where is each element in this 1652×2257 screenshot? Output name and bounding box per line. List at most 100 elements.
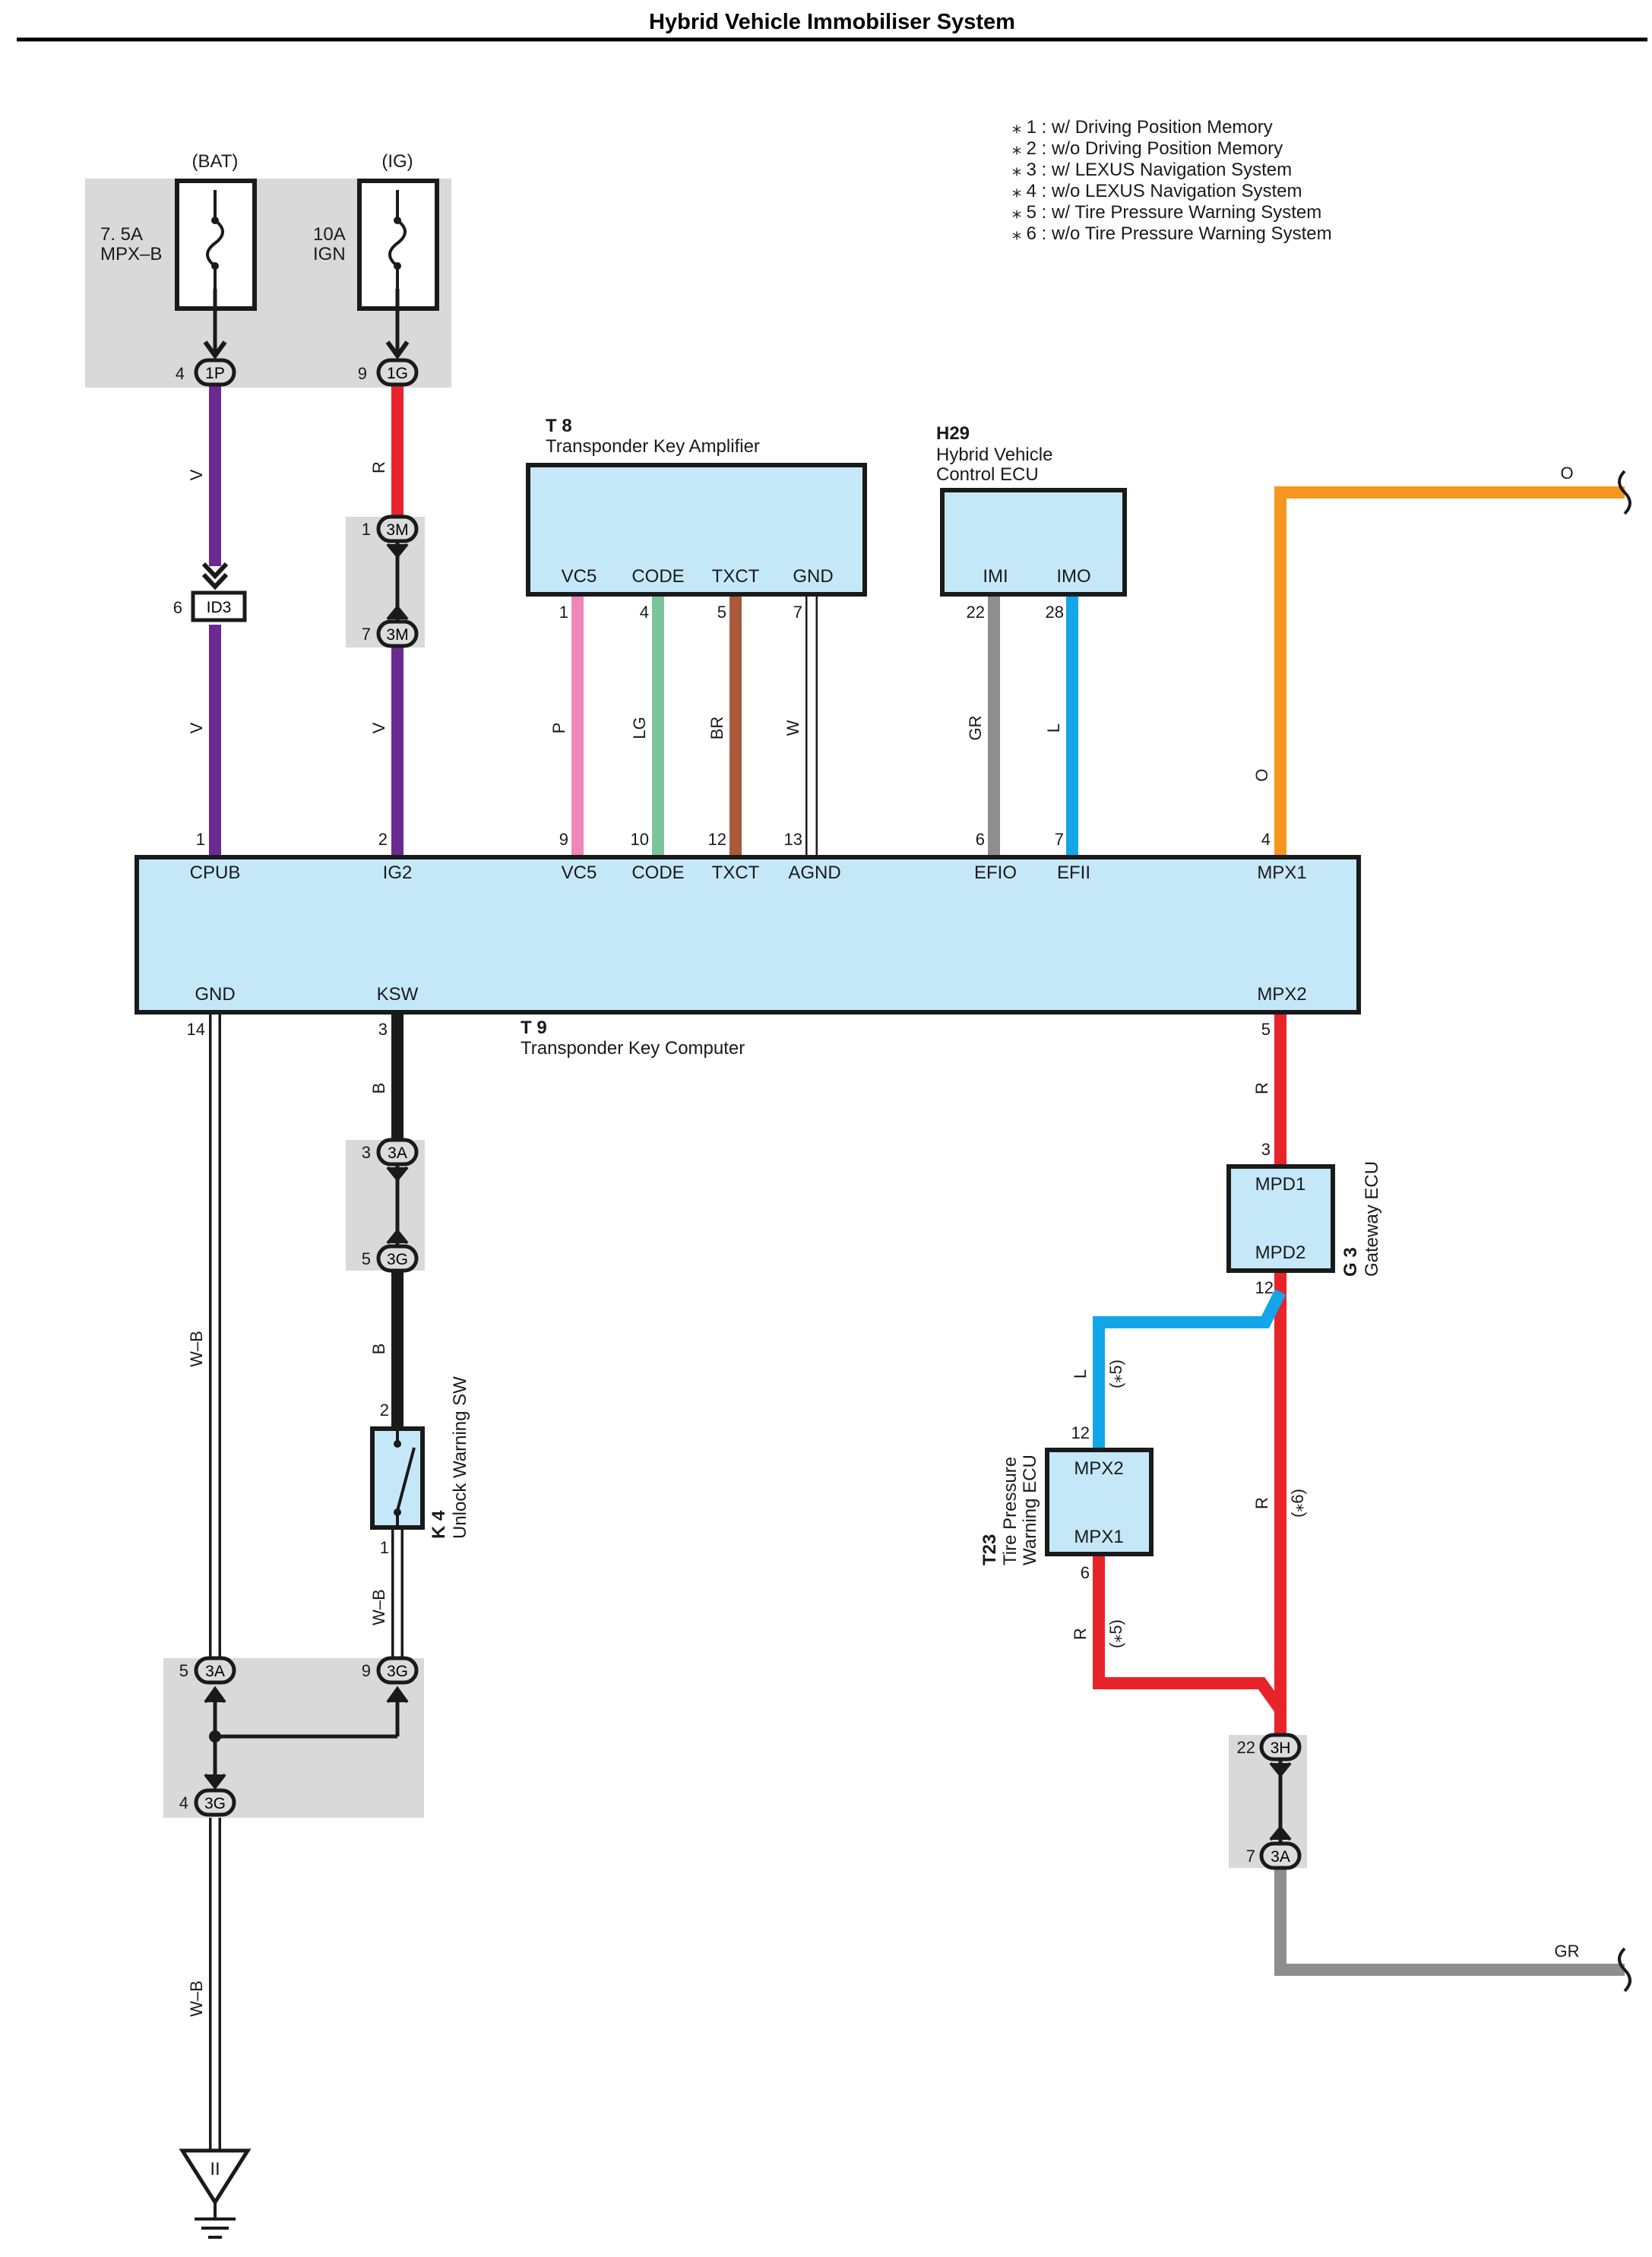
svg-text:3: 3	[1261, 1140, 1271, 1159]
component-h29: H29 Hybrid Vehicle Control ECU IMI IMO 2…	[936, 423, 1127, 622]
connector-id3: ID3 6	[173, 562, 247, 622]
wire-label-mpx2: R	[1252, 1082, 1271, 1094]
wire-label-imi: GR	[966, 716, 985, 741]
h29-name-2: Control ECU	[936, 464, 1039, 485]
wire-label-cpub-lower: V	[187, 722, 206, 733]
svg-text:12: 12	[708, 830, 726, 849]
component-t23: MPX2 MPX1 12 6 T23 Tire Pressure Warning…	[979, 1423, 1154, 1582]
connector-3a-gnd: 3A 5	[179, 1656, 236, 1704]
connector-3a-gr: 3A 7	[1246, 1825, 1302, 1870]
wire-label-tp-l: L	[1071, 1369, 1090, 1379]
t9-code: T 9	[521, 1018, 547, 1038]
connector-3m-top: 3M 1	[362, 514, 419, 559]
connector-3h: 3H 22	[1237, 1733, 1302, 1778]
wire-label-mpx1-end: O	[1560, 464, 1573, 483]
fuse-ig-source: (IG)	[381, 151, 413, 172]
note-5: ⁎ 5 : w/ Tire Pressure Warning System	[1012, 202, 1321, 223]
wire-label-gnd: W	[783, 720, 802, 736]
svg-text:6: 6	[173, 598, 182, 617]
svg-text:1: 1	[559, 603, 568, 622]
svg-text:MPD2: MPD2	[1255, 1242, 1306, 1263]
wire-label-txct: BR	[707, 717, 726, 740]
component-t9: CPUB IG2 VC5 CODE TXCT AGND EFIO EFII MP…	[135, 830, 1361, 1059]
svg-text:3G: 3G	[387, 1663, 408, 1680]
k4-code: K 4	[429, 1510, 449, 1539]
connector-3a-ksw: 3A 3	[362, 1138, 419, 1182]
wire-label-gnd-upper: W–B	[187, 1331, 206, 1367]
svg-text:3M: 3M	[386, 626, 408, 644]
svg-text:7: 7	[1055, 830, 1064, 849]
t9-name: Transponder Key Computer	[521, 1038, 745, 1059]
svg-text:VC5: VC5	[562, 566, 597, 587]
component-g3: MPD1 MPD2 3 12 G 3 Gateway ECU	[1226, 1140, 1382, 1297]
wire-label-ig-upper: R	[369, 461, 388, 473]
connector-3m-bot: 3M 7	[362, 604, 419, 648]
svg-text:9: 9	[358, 364, 367, 383]
t9-box	[135, 855, 1361, 1015]
wire-label-tp-r-note: (⁎5)	[1106, 1619, 1125, 1648]
svg-text:MPX1: MPX1	[1257, 863, 1306, 883]
component-t8: T 8 Transponder Key Amplifier VC5 CODE T…	[526, 416, 867, 622]
wire-label-k4-gnd: W–B	[369, 1589, 388, 1625]
wire-gr-end	[1274, 1868, 1625, 1976]
svg-text:IMO: IMO	[1056, 566, 1090, 587]
wire-label-gr-end: GR	[1555, 1942, 1580, 1961]
break-gray	[1618, 1947, 1631, 1993]
svg-text:5: 5	[717, 603, 726, 622]
svg-text:2: 2	[380, 1401, 389, 1420]
wire-label-vc5: P	[549, 723, 568, 734]
svg-text:14: 14	[187, 1020, 205, 1039]
ground-symbol: II	[179, 2148, 252, 2239]
t23-box	[1045, 1448, 1154, 1556]
svg-text:1: 1	[362, 520, 371, 539]
svg-text:1: 1	[380, 1538, 389, 1557]
wire-label-mpx1: O	[1252, 768, 1271, 781]
h29-code: H29	[936, 423, 970, 444]
k4-name: Unlock Warning SW	[450, 1376, 470, 1539]
svg-text:EFIO: EFIO	[974, 863, 1017, 883]
svg-text:CODE: CODE	[631, 863, 684, 883]
svg-text:5: 5	[1261, 1020, 1271, 1039]
svg-text:5: 5	[362, 1249, 371, 1268]
svg-text:7: 7	[362, 625, 371, 644]
svg-text:TXCT: TXCT	[712, 863, 760, 883]
note-6: ⁎ 6 : w/o Tire Pressure Warning System	[1012, 223, 1332, 244]
svg-text:5: 5	[179, 1661, 188, 1680]
page-title: Hybrid Vehicle Immobiliser System	[649, 10, 1015, 34]
connector-3g-ksw: 3G 5	[362, 1228, 419, 1273]
svg-text:4: 4	[1261, 830, 1271, 849]
svg-text:3A: 3A	[205, 1663, 225, 1680]
connector-3g-gnd-bottom: 3G 4	[179, 1773, 236, 1817]
g3-code: G 3	[1340, 1247, 1361, 1277]
t23-code: T23	[979, 1534, 1000, 1565]
svg-text:4: 4	[176, 364, 185, 383]
t23-name-2: Warning ECU	[1020, 1455, 1040, 1565]
fuse-bat-source: (BAT)	[192, 151, 239, 172]
fuse-ig-name: IGN	[313, 244, 346, 264]
wire-label-imo: L	[1044, 723, 1063, 733]
wire-label-tp-l-note: (⁎5)	[1106, 1360, 1125, 1388]
svg-text:6: 6	[1081, 1563, 1090, 1582]
h29-name-1: Hybrid Vehicle	[936, 445, 1052, 465]
svg-text:MPD1: MPD1	[1255, 1174, 1306, 1195]
svg-text:1: 1	[196, 830, 205, 849]
svg-text:9: 9	[559, 830, 568, 849]
g3-box	[1226, 1164, 1335, 1273]
svg-text:13: 13	[784, 830, 802, 849]
svg-text:1G: 1G	[387, 365, 408, 382]
g3-name: Gateway ECU	[1362, 1161, 1382, 1277]
svg-text:3A: 3A	[388, 1144, 407, 1162]
svg-text:4: 4	[179, 1793, 188, 1812]
fuse-ig-rating: 10A	[313, 224, 346, 245]
svg-text:7: 7	[1246, 1847, 1255, 1866]
svg-text:KSW: KSW	[377, 984, 419, 1005]
svg-text:10: 10	[631, 830, 649, 849]
svg-text:TXCT: TXCT	[712, 566, 760, 587]
svg-text:22: 22	[967, 603, 985, 622]
ground-label: II	[210, 2159, 220, 2179]
wire-label-ig-lower: V	[369, 722, 388, 733]
svg-text:3M: 3M	[386, 521, 408, 539]
connector-1p: 1P 4	[176, 340, 236, 387]
wire-label-main-r: R	[1252, 1497, 1271, 1509]
